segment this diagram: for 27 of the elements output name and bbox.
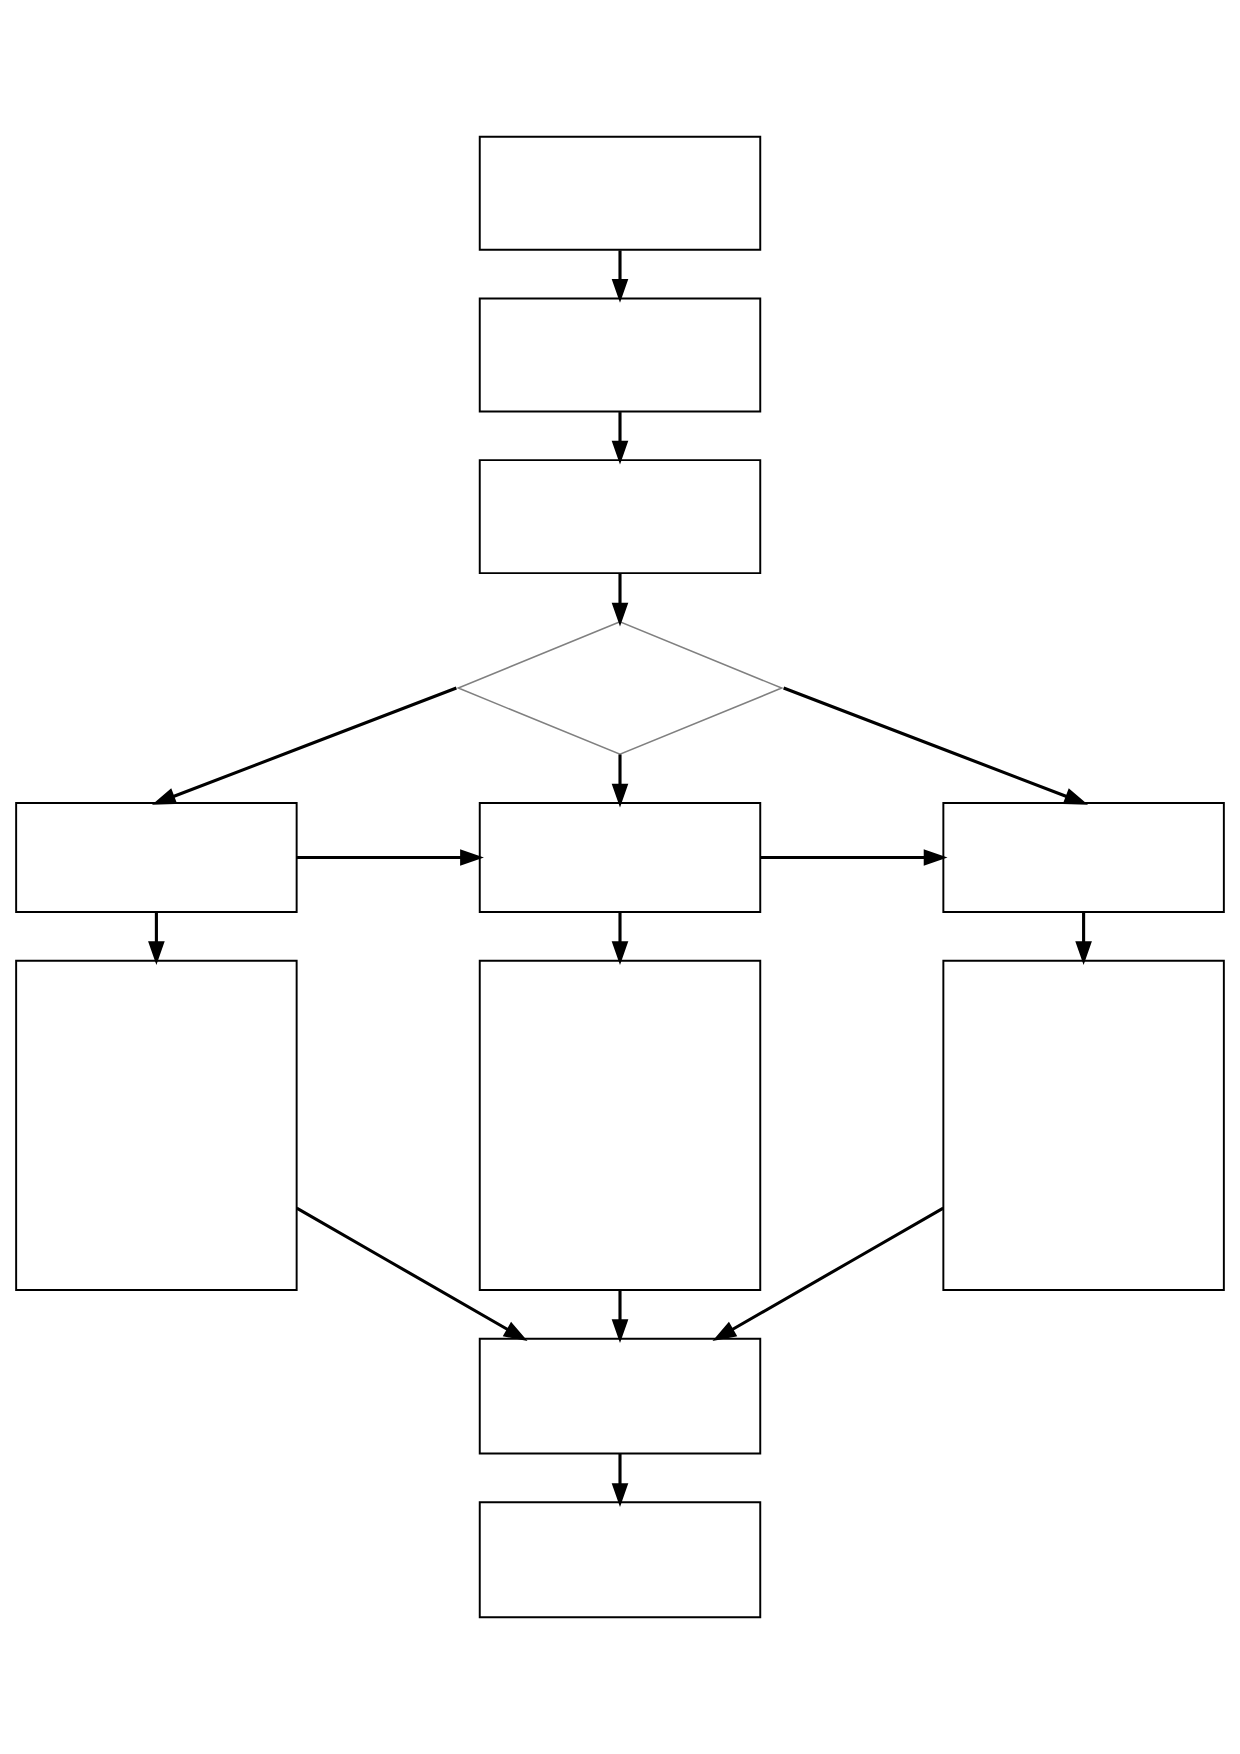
node-box [478, 959, 762, 1291]
node-box [478, 1501, 762, 1619]
arrow [760, 849, 948, 866]
node-box [942, 802, 1225, 914]
arrow [152, 686, 457, 805]
arrow [611, 250, 629, 303]
node-box [478, 459, 762, 575]
arrow [148, 912, 165, 966]
arrow [1075, 912, 1092, 966]
arrow [296, 849, 484, 866]
arrow [611, 1453, 629, 1507]
arrow [295, 1206, 528, 1341]
node-box [15, 959, 298, 1291]
node-box [478, 297, 762, 413]
arrow [611, 412, 629, 465]
node-box [478, 1337, 762, 1455]
node-box [942, 959, 1225, 1291]
arrow [611, 754, 629, 808]
arrow [611, 1290, 629, 1344]
arrow [783, 686, 1088, 805]
arrow [611, 912, 629, 966]
arrow [712, 1206, 945, 1341]
arrow [611, 573, 629, 627]
node-box [478, 802, 762, 914]
node-box [478, 135, 762, 251]
node-diamond [456, 620, 784, 756]
node-box [15, 802, 298, 914]
